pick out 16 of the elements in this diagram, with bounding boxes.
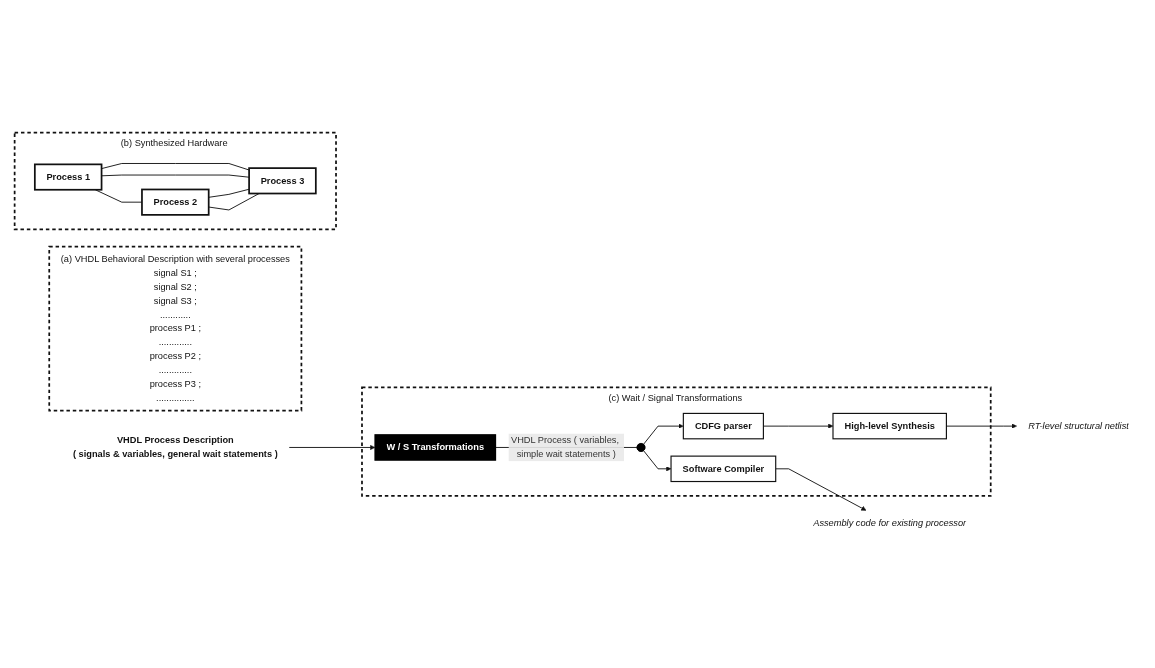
connector [101,174,250,178]
connector [101,162,250,171]
node-box: (a) VHDL Behavioral Description with several processes signal S1 ; signal S2 ; signal S3 ; ............ process P1 ; ............. process P2 ; ............. process P3 ; ............... [48,245,303,412]
connector [208,192,260,211]
node-box: High-level Synthesis [832,412,947,440]
node-box: Process 3 [248,167,317,195]
connector [208,188,250,198]
node-box: Process 2 [141,188,210,216]
node-text: RT-level structural netlist [1028,420,1129,431]
node-box: Process 1 [33,163,103,191]
node-text: Assembly code for existing processor [813,517,967,528]
node-box: CDFG parser [682,412,764,440]
node-text: VHDL Process Description ( signals & variables, general wait statements ) [72,435,278,459]
edge-label: VHDL Process ( variables, simple wait statements ) [511,435,619,459]
node-box: W / S Transformations [374,434,497,461]
node-box: Software Compiler [670,455,777,482]
